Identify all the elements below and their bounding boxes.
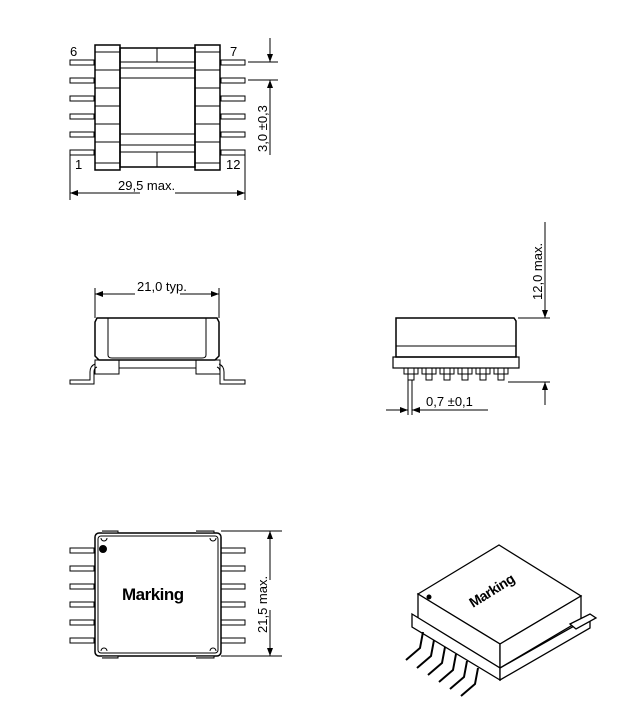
side-pins xyxy=(403,368,509,381)
bottom-left-pins xyxy=(69,547,95,644)
pin-label-6: 6 xyxy=(70,44,77,59)
top-view xyxy=(69,38,278,200)
iso-pins xyxy=(405,631,479,697)
front-view xyxy=(69,288,246,385)
pin-label-12: 12 xyxy=(226,157,240,172)
width-dimension-label: 29,5 max. xyxy=(118,178,175,193)
marking-text: Marking xyxy=(122,585,184,604)
bottom-right-pins xyxy=(220,547,246,644)
side-view xyxy=(386,222,550,415)
pin-label-7: 7 xyxy=(230,44,237,59)
right-pins xyxy=(220,59,246,156)
bottom-view xyxy=(69,530,282,659)
left-pins xyxy=(69,59,95,156)
pitch-dimension-label: 3,0 ±0,3 xyxy=(255,105,270,152)
front-width-dimension-label: 21,0 typ. xyxy=(137,279,187,294)
isometric-view xyxy=(405,544,598,697)
length-dimension-label: 21,5 max. xyxy=(255,576,270,633)
pin-label-1: 1 xyxy=(75,157,82,172)
pin-width-dimension-label: 0,7 ±0,1 xyxy=(426,394,473,409)
height-dimension-label: 12,0 max. xyxy=(530,243,545,300)
